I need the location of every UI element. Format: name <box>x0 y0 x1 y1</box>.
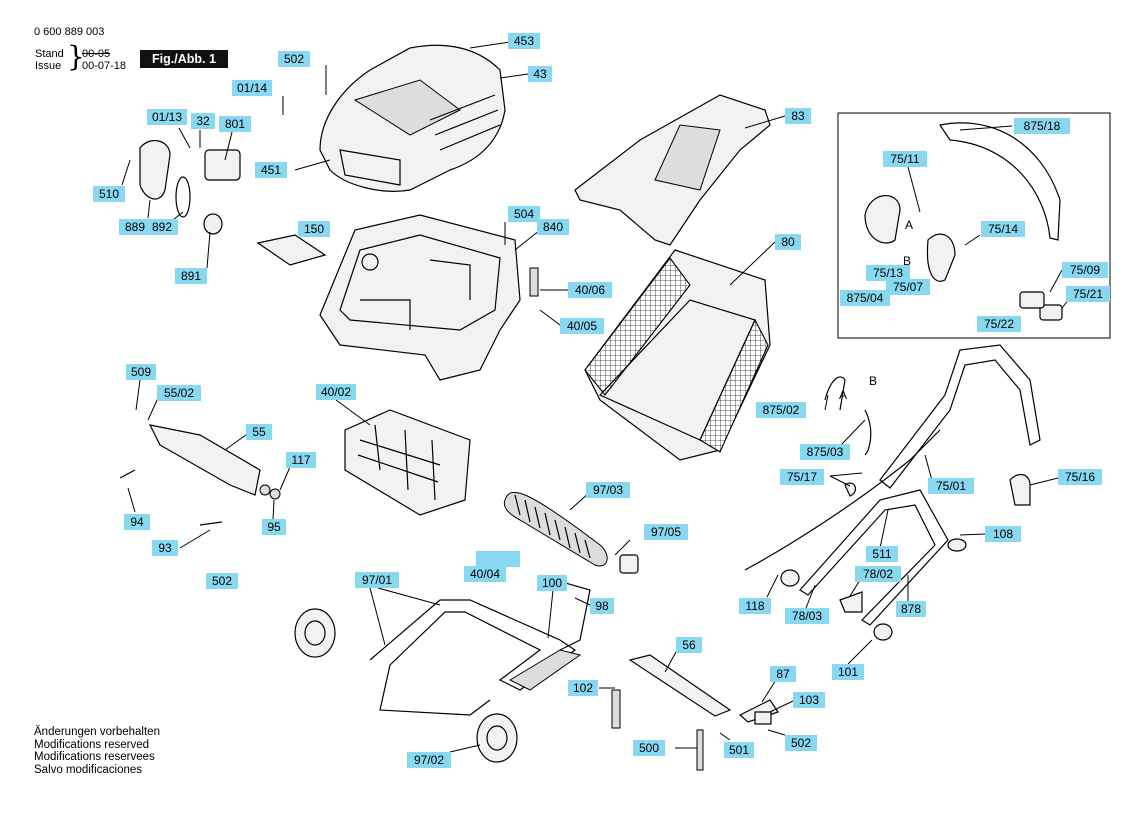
part-label: 43 <box>528 66 552 82</box>
part-label: 889 <box>119 219 151 235</box>
part-label: 56 <box>676 637 702 653</box>
part-label: 97/02 <box>407 752 451 768</box>
part-label: 103 <box>793 692 825 708</box>
part-label: 98 <box>590 598 614 614</box>
part-label: 75/01 <box>928 478 974 494</box>
roller-part <box>503 491 608 567</box>
stand-value: 00-05 <box>82 48 111 60</box>
part-label: 102 <box>568 680 598 696</box>
switch-handle-part <box>864 122 1063 321</box>
part-label: 504 <box>508 206 540 222</box>
marker-a: A <box>839 388 848 402</box>
leader-lines <box>121 41 1071 753</box>
part-label: 840 <box>537 219 569 235</box>
note-line: Salvo modificaciones <box>34 763 143 776</box>
part-label: 75/09 <box>1062 262 1108 278</box>
part-label: 75/07 <box>886 279 930 295</box>
part-label: 511 <box>866 546 898 562</box>
part-label: 875/18 <box>1014 118 1070 134</box>
part-label: 75/14 <box>981 221 1025 237</box>
part-label: 40/06 <box>568 282 612 298</box>
part-label: 32 <box>191 113 215 129</box>
part-label: 509 <box>126 364 156 380</box>
issue-date: 00-07-18 <box>82 60 127 72</box>
lower-handle-part <box>799 489 949 626</box>
part-label: 93 <box>152 540 178 556</box>
issue-label: Issue <box>35 60 62 72</box>
part-label: 01/13 <box>147 109 187 125</box>
figure-badge: Fig./Abb. 1 <box>140 50 228 68</box>
marker-b-inset: B <box>903 254 912 268</box>
marker-b: B <box>869 374 878 388</box>
part-label: 80 <box>775 234 801 250</box>
part-label: 501 <box>724 742 754 758</box>
impeller-part <box>344 409 471 516</box>
part-label: 453 <box>508 33 540 49</box>
part-label: 75/22 <box>977 316 1021 332</box>
part-label: 40/04 <box>464 566 506 582</box>
note-line: Modifications reservees <box>34 751 155 763</box>
brace-icon: } <box>67 40 85 73</box>
small-parts-group <box>119 139 1031 771</box>
part-label: 875/03 <box>800 444 850 460</box>
part-label: 83 <box>785 108 811 124</box>
motor-hood-part <box>319 44 506 192</box>
part-label: 40/02 <box>316 384 356 400</box>
grass-box-cover-part <box>574 94 771 246</box>
part-number: 0 600 889 003 <box>34 26 105 38</box>
part-label-empty <box>476 551 520 567</box>
part-label: 510 <box>93 186 125 202</box>
part-label: 97/03 <box>586 482 630 498</box>
part-label: 95 <box>262 519 286 535</box>
part-label: 108 <box>985 526 1021 542</box>
part-label: 502 <box>785 735 817 751</box>
wheel-rear-part <box>476 713 518 763</box>
part-label: 118 <box>739 598 771 614</box>
part-label: 892 <box>146 219 178 235</box>
part-label: 94 <box>124 514 150 530</box>
chassis-housing-part <box>319 214 521 381</box>
part-label: 87 <box>770 666 796 682</box>
part-label: 40/05 <box>560 318 604 334</box>
part-label: 78/02 <box>855 566 901 582</box>
part-label: 100 <box>537 575 567 591</box>
part-label: 451 <box>255 162 287 178</box>
grass-box-part <box>584 249 771 461</box>
part-label: 875/04 <box>840 290 890 306</box>
part-label: 150 <box>298 221 330 237</box>
part-label: 97/05 <box>644 524 688 540</box>
part-label: 500 <box>633 740 665 756</box>
rear-flap-part <box>148 424 261 496</box>
note-line: Änderungen vorbehalten <box>34 726 160 738</box>
part-label: 875/02 <box>756 402 806 418</box>
part-label: 75/11 <box>883 151 927 167</box>
part-label: 878 <box>896 601 926 617</box>
part-label: 75/17 <box>780 469 824 485</box>
axle-frame-part <box>369 599 582 716</box>
disclaimer-notes: Änderungen vorbehalten Modifications res… <box>34 726 160 776</box>
part-label: 117 <box>286 452 316 468</box>
part-label: 01/14 <box>232 80 272 96</box>
stand-label: Stand <box>35 48 64 60</box>
part-label: 78/03 <box>785 608 829 624</box>
part-label: 75/13 <box>866 265 910 281</box>
part-label: 75/16 <box>1058 469 1102 485</box>
part-label: 801 <box>219 116 251 132</box>
part-label: 502 <box>206 573 238 589</box>
detail-inset-frame <box>837 112 1111 339</box>
part-label: 502 <box>278 51 310 67</box>
marker-a-inset: A <box>905 218 914 232</box>
part-label: 101 <box>832 664 864 680</box>
cross-bar-part <box>628 654 732 717</box>
note-line: Modifications reserved <box>34 738 150 751</box>
part-label: 55/02 <box>157 385 201 401</box>
part-label: 55 <box>246 424 272 440</box>
part-label: 891 <box>175 268 207 284</box>
part-label: 75/21 <box>1066 286 1110 302</box>
part-label: 97/01 <box>355 572 399 588</box>
push-handle-part <box>744 344 1041 571</box>
wheel-front-part <box>294 608 336 658</box>
